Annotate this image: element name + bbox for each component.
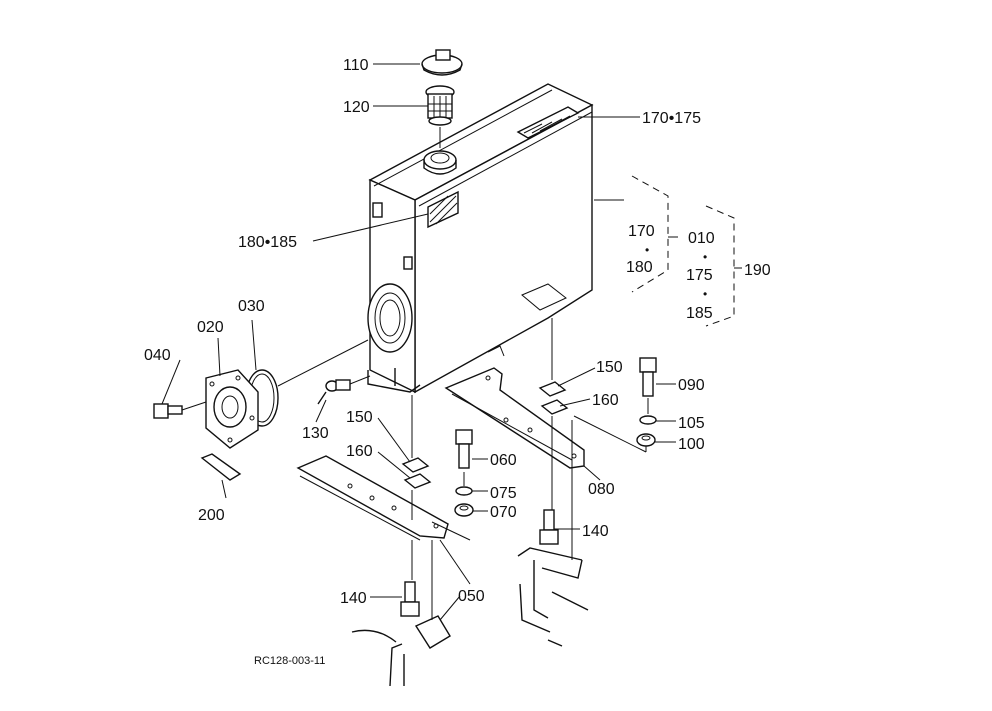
label-140-right: 140 (582, 523, 609, 540)
fuel-strainer (425, 85, 455, 126)
label-130: 130 (302, 425, 329, 442)
label-140-left: 140 (340, 590, 367, 607)
tank-flange-opening (367, 283, 413, 353)
drawing-code: RC128-003-11 (254, 655, 325, 667)
label-plate-top (516, 106, 580, 139)
label-plate-front (427, 190, 459, 229)
label-180-185: 180•185 (238, 234, 297, 251)
label-110: 110 (343, 57, 369, 74)
kit-label-010: 010 (688, 230, 715, 247)
label-060: 060 (490, 452, 517, 469)
spring-washer-075 (455, 486, 473, 496)
label-040: 040 (144, 347, 171, 364)
label-070: 070 (490, 504, 517, 521)
label-105: 105 (678, 415, 705, 432)
leader-lines (161, 63, 676, 621)
stud-140-left (400, 581, 420, 617)
label-075: 075 (490, 485, 517, 502)
label-080: 080 (588, 481, 615, 498)
assembly-lines (411, 318, 649, 620)
kit-label-180: 180 (626, 259, 653, 276)
spring-washer-105 (639, 415, 657, 425)
kit-group-labels: 170 • 180 010 • 175 • 185 190 (626, 223, 771, 322)
stud-140-right (539, 509, 559, 545)
label-160-left: 160 (346, 443, 373, 460)
fuel-cap (421, 49, 463, 76)
kit-label-190: 190 (744, 262, 771, 279)
label-020: 020 (197, 319, 224, 336)
washer-070 (454, 503, 474, 517)
fuel-tank (367, 83, 594, 394)
label-200: 200 (198, 507, 225, 524)
kit-label-185: 185 (686, 305, 713, 322)
label-170-175: 170•175 (642, 110, 701, 127)
label-090: 090 (678, 377, 705, 394)
drain-cock (317, 379, 351, 405)
frame-lower-right (517, 547, 589, 647)
kit-dot-2: • (703, 250, 707, 264)
washer-100 (636, 433, 656, 447)
label-030: 030 (238, 298, 265, 315)
cover-bolt (153, 403, 183, 419)
kit-label-170: 170 (628, 223, 655, 240)
rubber-pads-left (401, 457, 432, 489)
kit-group-brackets (594, 175, 742, 327)
hose-clip (200, 453, 242, 481)
kit-label-175: 175 (686, 267, 713, 284)
rubber-pads-right (538, 381, 569, 415)
kit-dot-1: • (645, 243, 649, 257)
bolt-060 (455, 429, 473, 469)
bolt-090 (639, 357, 657, 397)
left-mount-plate (296, 455, 449, 541)
label-150-left: 150 (346, 409, 373, 426)
flange-cover-plate (205, 369, 259, 449)
part-number-labels: 110 120 170•175 180•185 030 020 040 130 … (144, 57, 705, 607)
label-050-a: 050 (458, 588, 485, 605)
frame-lower-left (351, 615, 451, 687)
label-150-right: 150 (596, 359, 623, 376)
label-120: 120 (343, 99, 370, 116)
label-160-right: 160 (592, 392, 619, 409)
label-100: 100 (678, 436, 705, 453)
kit-dot-3: • (703, 287, 707, 301)
